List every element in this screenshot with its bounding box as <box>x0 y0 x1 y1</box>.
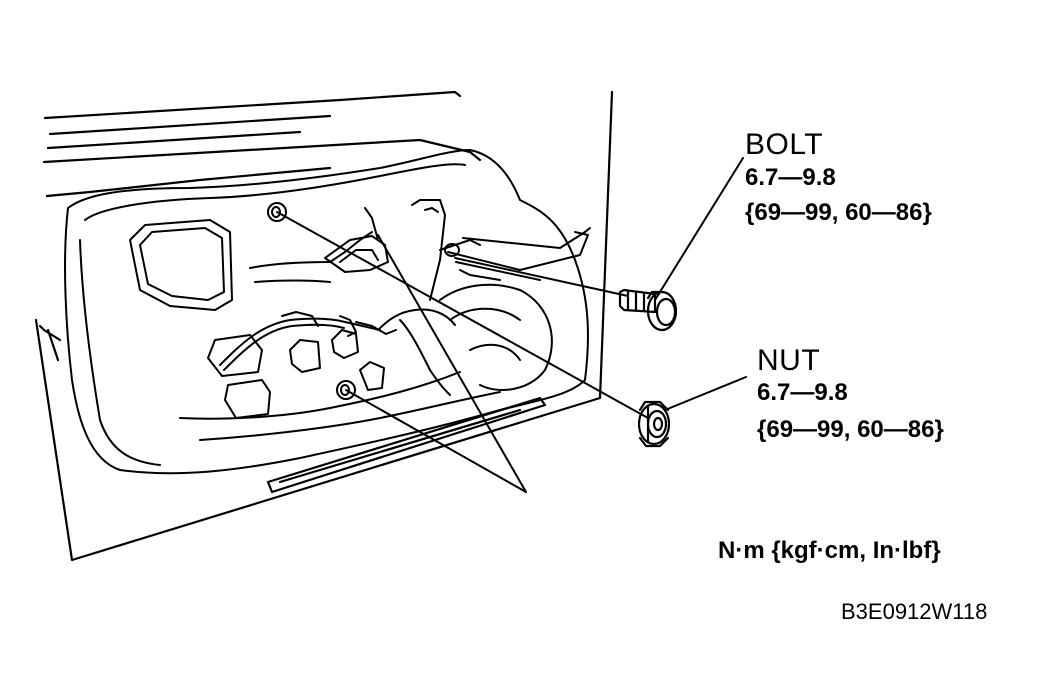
wire-harness <box>219 308 456 371</box>
door-frame <box>34 90 614 562</box>
nut-title: NUT <box>757 344 821 377</box>
lower-nut-hole <box>336 380 356 400</box>
units-legend: N·m {kgf·cm, In·lbf} <box>718 537 941 564</box>
leader-lines <box>276 157 747 493</box>
nut-part <box>637 400 671 448</box>
door-inner-trim <box>64 149 589 475</box>
bolt-hole <box>444 243 460 257</box>
regulator-mechanism <box>324 199 591 396</box>
upper-nut-hole <box>267 202 287 222</box>
bolt-torque-nm: 6.7—9.8 <box>745 164 836 191</box>
bolt-title: BOLT <box>745 128 824 161</box>
nut-torque-nm: 6.7—9.8 <box>757 379 848 406</box>
panel-cutouts <box>129 219 501 441</box>
bolt-torque-other: {69—99, 60—86} <box>745 199 932 226</box>
bolt-part <box>618 288 678 332</box>
door-bottom-strip <box>266 396 547 494</box>
fastener-holes <box>267 202 460 400</box>
nut-torque-other: {69—99, 60—86} <box>757 416 944 443</box>
figure-code: B3E0912W118 <box>841 599 988 624</box>
